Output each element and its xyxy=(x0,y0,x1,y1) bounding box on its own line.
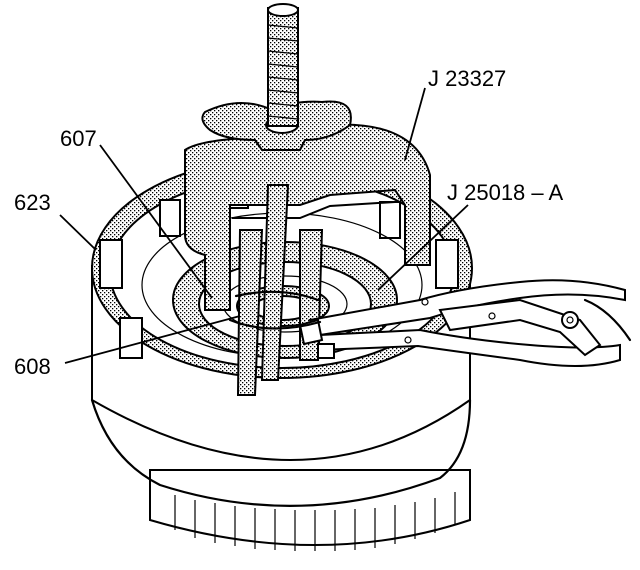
label-j25018a: J 25018 – A xyxy=(447,180,564,205)
leader-608 xyxy=(64,315,241,364)
leader-j23327 xyxy=(404,87,426,161)
callout-labels: J 23327 J 25018 – A 607 623 608 xyxy=(14,66,564,379)
spring-compressor-j23327 xyxy=(184,3,431,396)
leader-607 xyxy=(99,144,213,299)
threaded-rod xyxy=(267,3,299,127)
leader-623 xyxy=(59,214,97,251)
snap-ring-608 xyxy=(228,290,322,330)
callout-leaders xyxy=(59,87,469,364)
snap-ring-pliers-j25018a xyxy=(298,279,632,367)
label-607: 607 xyxy=(60,126,97,151)
leader-j25018a xyxy=(377,204,469,291)
label-608: 608 xyxy=(14,354,51,379)
hub-splines xyxy=(174,492,456,551)
label-623: 623 xyxy=(14,190,51,215)
label-j23327: J 23327 xyxy=(428,66,506,91)
